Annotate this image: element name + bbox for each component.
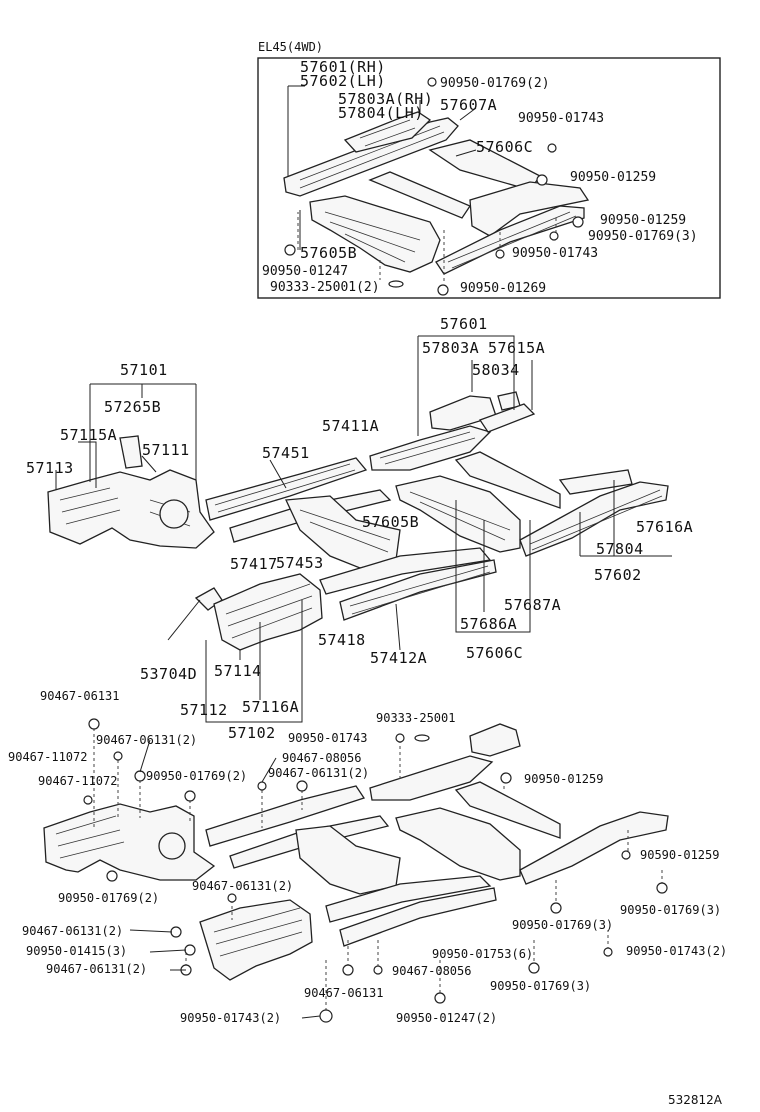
part-label: 90950-01415(3) <box>26 944 128 958</box>
part-label: 57112 <box>180 701 228 719</box>
part-label: 90467-08056 <box>392 964 472 978</box>
part-label: 57606C <box>466 644 524 662</box>
part-label: 57803A(RH) <box>338 90 434 108</box>
part-label: 90950-01769(3) <box>490 979 592 993</box>
part-label: 57601 <box>440 315 488 333</box>
lower-left-rear-panel <box>43 803 216 881</box>
part-label: 90467-06131(2) <box>268 766 370 780</box>
rail-57418 <box>319 547 492 595</box>
part-label: 57265B <box>104 398 162 416</box>
lower-rail-a <box>325 875 492 923</box>
lower-crossmember-b <box>454 781 561 839</box>
part-label: 57102 <box>228 724 276 742</box>
part-label: 90467-06131(2) <box>22 924 124 938</box>
part-label: 57605B <box>300 244 358 262</box>
part-label: 90590-01259 <box>640 848 720 862</box>
part-label: 58034 <box>472 361 520 379</box>
part-label: 57451 <box>262 444 310 462</box>
part-label: 57111 <box>142 441 190 459</box>
part-label: 90950-01769(2) <box>58 891 160 905</box>
rear-rail-57804 <box>519 481 669 557</box>
part-label: 90950-01769(2) <box>146 769 248 783</box>
bracket-57265b <box>119 435 143 469</box>
part-label: 57418 <box>318 631 366 649</box>
part-label: 57417 <box>230 555 278 573</box>
part-label: 57453 <box>276 554 324 572</box>
part-label: 90950-01753(6) <box>432 947 534 961</box>
part-label: 90467-08056 <box>282 751 362 765</box>
part-label: 57804(LH) <box>338 104 424 122</box>
part-label: 90333-25001 <box>376 711 456 725</box>
part-label: 57804 <box>596 540 644 558</box>
part-label: 90950-01247(2) <box>396 1011 498 1025</box>
part-label: 57113 <box>26 459 74 477</box>
figure-code: 532812A <box>668 1093 723 1107</box>
part-label: 90950-01259 <box>600 213 687 228</box>
inset-side-rail <box>283 117 459 197</box>
part-label: 90950-01743 <box>518 111 605 126</box>
part-label: 57411A <box>322 417 380 435</box>
part-label: 90467-06131(2) <box>96 733 198 747</box>
part-label: 90950-01743 <box>512 246 599 261</box>
part-label: 90950-01259 <box>524 772 604 786</box>
part-label: 90467-06131 <box>40 689 120 703</box>
inset-floor-pan <box>309 195 441 273</box>
lower-rear-rail <box>519 811 669 885</box>
part-label: 90950-01743 <box>288 731 368 745</box>
part-label: 90950-01259 <box>570 170 657 185</box>
inset-frame <box>257 57 721 299</box>
part-label: 90950-01743(2) <box>626 944 728 958</box>
part-label: 57115A <box>60 426 118 444</box>
part-label: 57412A <box>370 649 428 667</box>
bracket-57616a <box>558 469 633 495</box>
part-label: 90950-01743(2) <box>180 1011 282 1025</box>
part-label: 57116A <box>242 698 300 716</box>
upper-rail-57601 <box>369 425 492 471</box>
part-label: 57606C <box>476 138 534 156</box>
lower-floor-pan <box>395 807 521 881</box>
inset-title: EL45(4WD) <box>258 40 324 54</box>
part-label: 57615A <box>488 339 546 357</box>
part-label: 57605B <box>362 513 420 531</box>
lower-rail-b <box>339 887 497 947</box>
part-label: 57114 <box>214 662 262 680</box>
part-label: 53704D <box>140 665 198 683</box>
part-label: 90950-01769(3) <box>512 918 614 932</box>
part-label: 57616A <box>636 518 694 536</box>
part-label: 57601(RH) <box>300 58 386 76</box>
plate-57615a <box>479 403 536 433</box>
part-label: 57602(LH) <box>300 72 386 90</box>
part-label: 57602 <box>594 566 642 584</box>
part-label: 90467-11072 <box>38 774 118 788</box>
lower-rail-upper <box>205 785 366 847</box>
part-label: 57803A <box>422 339 480 357</box>
part-label: 90950-01269 <box>460 281 547 296</box>
part-label: 57686A <box>460 615 518 633</box>
lower-upper-bracket <box>469 723 521 757</box>
part-label: 90950-01769(3) <box>588 229 698 244</box>
part-label: 90467-06131(2) <box>46 962 148 976</box>
part-label: 90467-06131 <box>304 986 384 1000</box>
lower-front-rail <box>199 899 313 981</box>
part-label: 57687A <box>504 596 562 614</box>
part-label: 90467-11072 <box>8 750 88 764</box>
lower-upper-rail <box>369 755 494 801</box>
part-label: 90950-01247 <box>262 264 349 279</box>
inset-lower-rail <box>435 205 585 275</box>
part-label: 90467-06131(2) <box>192 879 294 893</box>
part-label: 90950-01769(3) <box>620 903 722 917</box>
rail-57411a <box>205 457 368 521</box>
part-label: 90950-01769(2) <box>440 76 550 91</box>
crossmember-57607a <box>454 451 561 509</box>
part-label: 57607A <box>440 96 498 114</box>
inset-reinforcement <box>343 111 432 153</box>
part-label: 57101 <box>120 361 168 379</box>
part-label: 90333-25001(2) <box>270 280 380 295</box>
